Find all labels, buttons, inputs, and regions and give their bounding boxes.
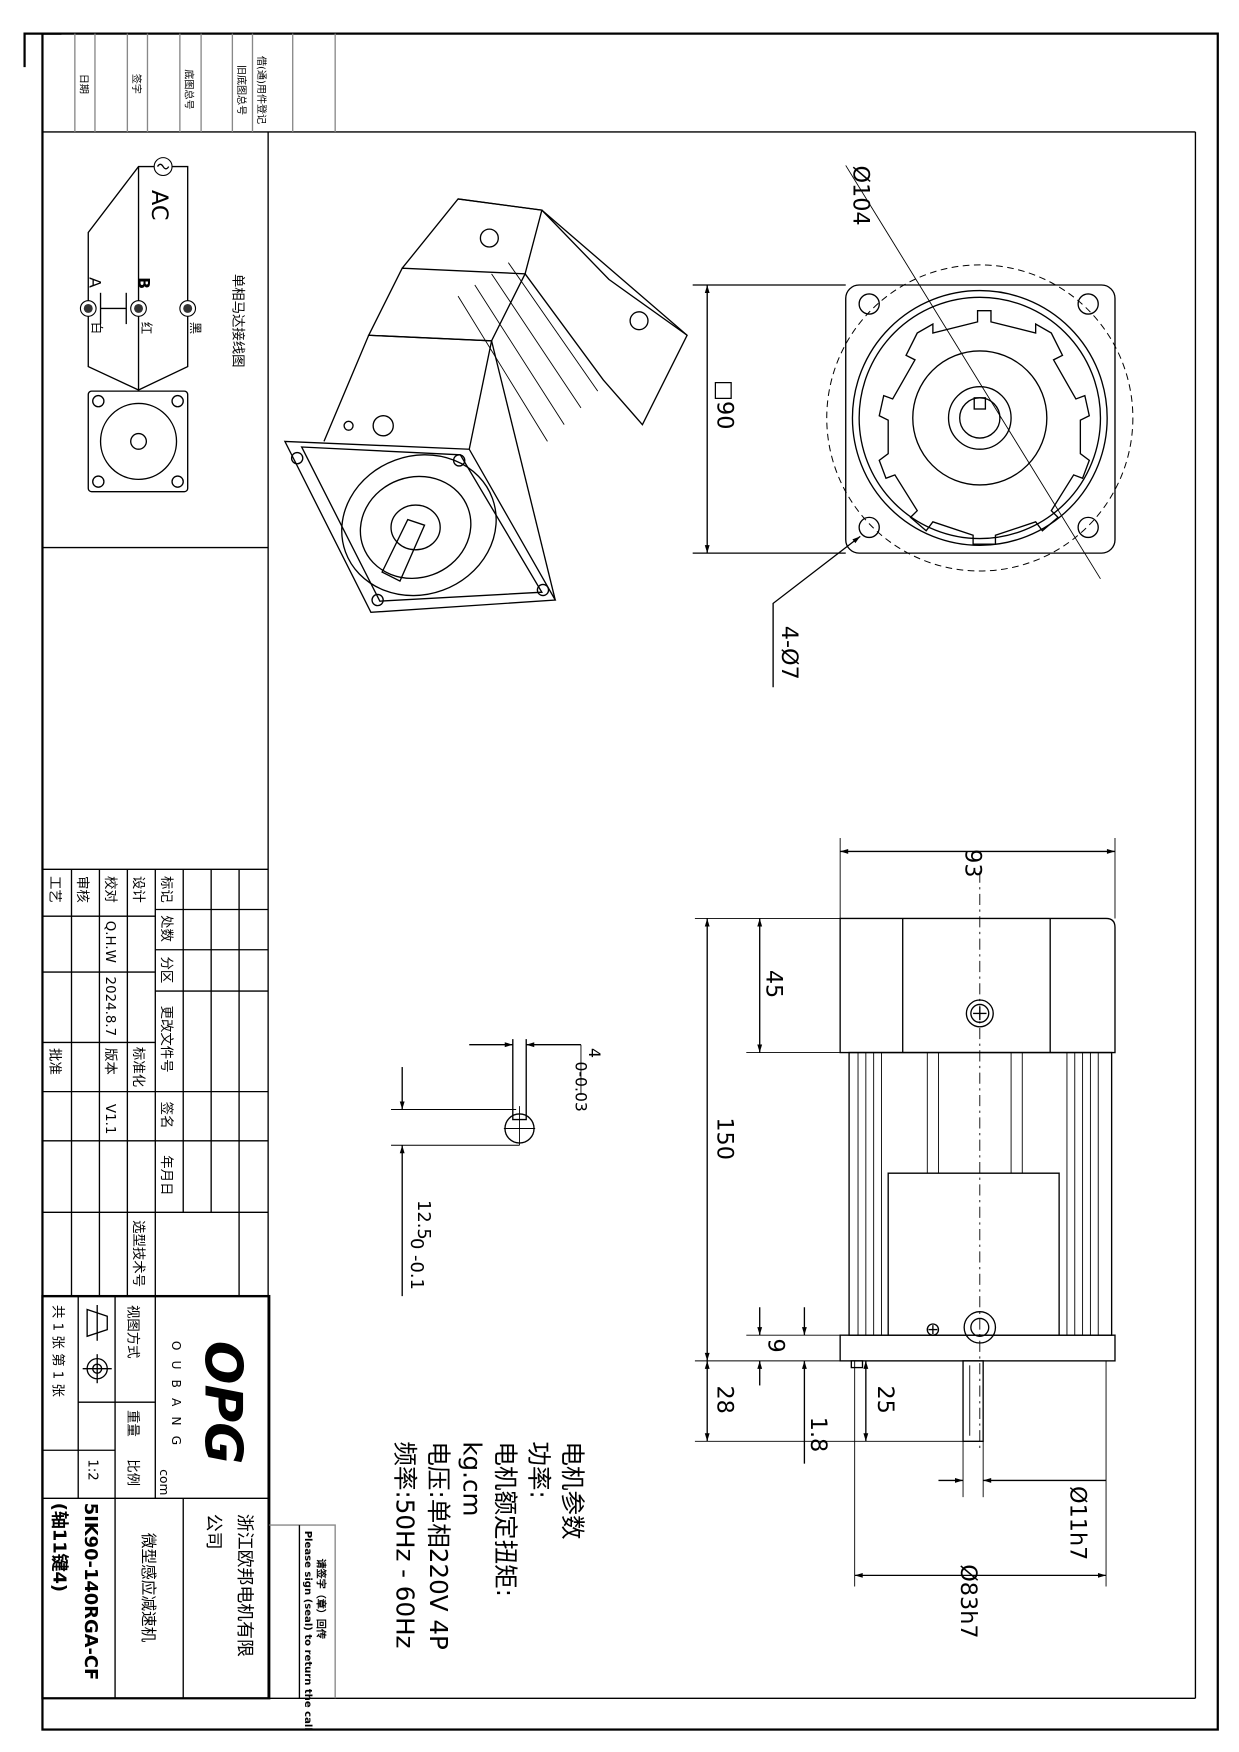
key-height-value: 12.5 <box>413 1200 434 1240</box>
logo-subtitle: OUBANG <box>169 1341 183 1455</box>
header-date-label: 日期 <box>77 74 89 94</box>
review-label: 审核 <box>74 876 90 903</box>
header-old-base-drawing-label: 旧底图总号 <box>235 65 248 115</box>
capacitor-icon <box>99 292 127 325</box>
header-base-drawing-label: 底图总号 <box>182 69 195 109</box>
standardize-label: 标准化 <box>130 1047 146 1087</box>
check-date: 2024.8.7 <box>102 977 117 1037</box>
dim-step-1-8: 1.8 <box>805 1417 831 1453</box>
screw-icon <box>926 1323 940 1336</box>
terminal-icon <box>179 300 197 317</box>
version-label: 版本 <box>102 1048 118 1075</box>
parameter-frequency: 频率:50Hz - 60Hz <box>391 1441 420 1648</box>
dim-key-25: 25 <box>872 1385 898 1413</box>
terminal-a-label: A <box>85 277 104 288</box>
dim-square-90: □90 <box>711 380 737 430</box>
parameter-torque-unit: kg.cm <box>458 1441 487 1516</box>
side-view: 93 45 150 9 28 25 1.8 Ø11h7 Ø83h7 <box>694 838 1116 1639</box>
model-note: (轴11键4) <box>49 1503 71 1592</box>
logo-mark: OPG <box>193 1341 253 1465</box>
dim-width-93: 93 <box>959 849 985 877</box>
header-strip: 日期 签字 底图总号 旧底图总号 借(通)用件登记 <box>74 33 336 132</box>
company-logo: OPG OUBANG com <box>157 1341 253 1496</box>
check-label: 校对 <box>102 876 119 903</box>
revision-table: 标记 处数 分区 更改文件号 签名 年月日 设计 校对 审核 工艺 Q.H.W … <box>42 868 269 1298</box>
sign-box-cn: 请签字（章）回传 <box>314 1559 327 1639</box>
col-mark-label: 标记 <box>158 876 174 903</box>
motor-parameters: 电机参数 功率: 电机额定扭矩: kg.cm 电压:单相220V 4P 频率:5… <box>391 1441 588 1649</box>
wire-white-label: 白 <box>90 322 105 334</box>
key-width-value: 4 <box>585 1048 604 1058</box>
wire-red-label: 红 <box>139 322 154 334</box>
dim-length-150: 150 <box>711 1117 737 1160</box>
scale-value: 1:2 <box>84 1459 99 1481</box>
col-zone-label: 分区 <box>158 956 174 983</box>
wiring-diagram: AC A B 白 红 黑 单相马达接线图 <box>79 157 246 493</box>
dim-shaft-diameter: Ø11h7 <box>1064 1486 1090 1560</box>
front-view: Ø104 □90 4-Ø7 <box>692 165 1134 688</box>
mini-motor-front-icon <box>87 390 189 493</box>
key-width-tolerance: 0-0.03 <box>571 1061 590 1111</box>
header-signature-label: 签字 <box>130 74 143 94</box>
process-label: 工艺 <box>46 876 62 903</box>
col-sign-label: 签名 <box>158 1102 175 1129</box>
terminal-icon <box>79 300 97 317</box>
screw-icon <box>479 228 499 248</box>
checker-name: Q.H.W <box>102 921 117 963</box>
design-label: 设计 <box>130 876 146 903</box>
wire-black-label: 黑 <box>188 322 202 334</box>
company-name-line1: 浙江欧邦电机有限 <box>234 1514 255 1657</box>
dim-flange-9: 9 <box>763 1339 789 1353</box>
view-method-label: 视图方式 <box>124 1305 140 1359</box>
dim-pilot-diameter: Ø83h7 <box>955 1564 981 1638</box>
screw-icon <box>629 311 649 331</box>
selection-no-label: 选型技术号 <box>130 1220 146 1287</box>
dim-gearbox-45: 45 <box>760 970 786 998</box>
product-name: 微型感应减速机 <box>139 1533 158 1643</box>
sheet-count: 共 1 张 第 1 张 <box>50 1305 67 1397</box>
ac-label: AC <box>146 190 172 220</box>
weight-label: 重量 <box>124 1410 140 1437</box>
title-block: 共 1 张 第 1 张 1:2 视图方式 重量 比例 OPG OUBANG co… <box>41 1294 271 1700</box>
parameter-torque: 电机额定扭矩: <box>491 1441 520 1597</box>
version-value: V1.1 <box>102 1104 117 1134</box>
shaft-key-detail: 4 0-0.03 12.5 0 -0.1 <box>391 1039 604 1297</box>
model-number: 5IK90-140RGA-CF <box>80 1503 101 1680</box>
logo-com: com <box>157 1469 171 1495</box>
col-date-label: 年月日 <box>158 1155 174 1195</box>
wiring-title: 单相马达接线图 <box>229 274 246 368</box>
company-name-line2: 公司 <box>203 1514 224 1550</box>
scale-label: 比例 <box>124 1459 140 1486</box>
parameter-voltage: 电压:单相220V 4P <box>424 1441 453 1649</box>
dim-shaft-28: 28 <box>711 1385 737 1413</box>
projection-symbol-icon <box>82 1305 112 1384</box>
parameters-title: 电机参数 <box>558 1441 587 1539</box>
key-height-tolerance: 0 -0.1 <box>406 1238 427 1290</box>
terminal-icon <box>130 300 147 317</box>
approve-label: 批准 <box>46 1048 62 1075</box>
header-borrowed-parts-label: 借(通)用件登记 <box>255 56 268 124</box>
dim-diameter-104: Ø104 <box>848 165 874 225</box>
isometric-motor-view <box>283 198 688 614</box>
parameter-power: 功率: <box>525 1441 554 1498</box>
sign-box-en: Please sign (seal) to return the call <box>302 1531 313 1731</box>
screw-icon <box>965 999 994 1028</box>
col-change-doc-label: 更改文件号 <box>158 1006 174 1073</box>
sign-return-box: 请签字（章）回传 Please sign (seal) to return th… <box>269 1524 336 1731</box>
terminal-b-label: B <box>135 277 154 289</box>
dim-holes-4x7: 4-Ø7 <box>776 626 802 680</box>
col-count-label: 处数 <box>158 915 174 942</box>
